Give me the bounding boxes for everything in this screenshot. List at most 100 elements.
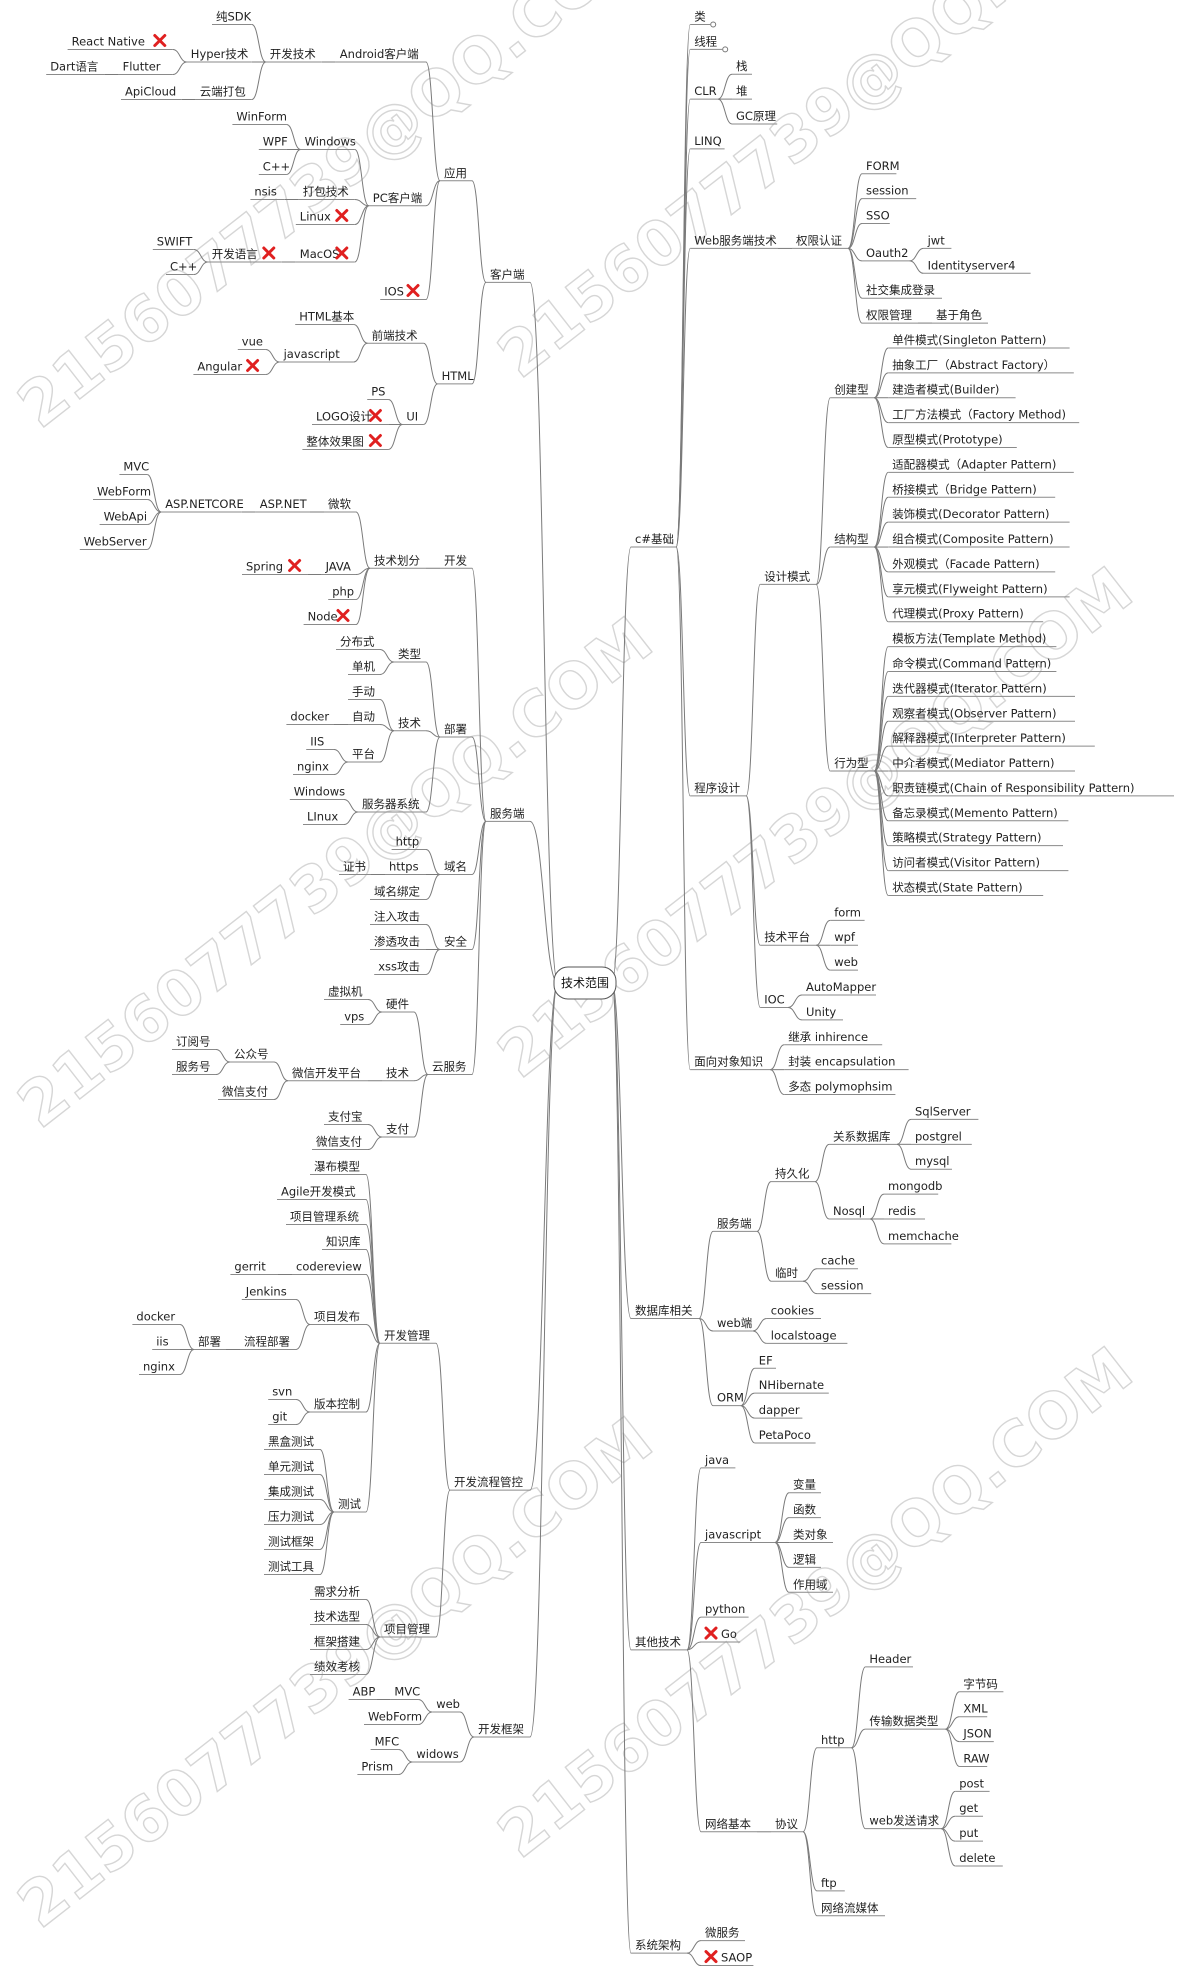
mindmap-node-ftp[interactable]: ftp <box>817 1876 845 1892</box>
mindmap-node-node[interactable]: 微信开发平台 <box>288 1066 368 1082</box>
mindmap-node-localstoage[interactable]: localstoage <box>766 1328 848 1344</box>
mindmap-node-redis[interactable]: redis <box>884 1204 925 1220</box>
mindmap-node-command-pattern[interactable]: 命令模式(Command Pattern) <box>888 656 1057 672</box>
mindmap-node-node[interactable]: 集成测试 <box>264 1485 320 1500</box>
mindmap-node-nsis[interactable]: nsis <box>250 185 285 200</box>
mindmap-node-javascript[interactable]: javascript <box>701 1527 775 1543</box>
mindmap-node-go[interactable]: Go <box>701 1626 741 1643</box>
mindmap-node-node[interactable]: 网络基本 <box>701 1817 757 1833</box>
mindmap-node-node[interactable]: 虚拟机 <box>324 985 368 1000</box>
mindmap-node-node[interactable]: 创建型 <box>830 383 875 399</box>
mindmap-node-node[interactable]: 云服务 <box>428 1060 472 1075</box>
mindmap-node-node[interactable]: 关系数据库 <box>829 1129 897 1145</box>
mindmap-node-template-method[interactable]: 模板方法(Template Method) <box>888 632 1057 648</box>
mindmap-node-node[interactable]: 基于角色 <box>932 308 988 324</box>
mindmap-node-node[interactable]: 技术 <box>382 1066 414 1082</box>
mindmap-node-java[interactable]: java <box>701 1453 736 1469</box>
mindmap-node-node[interactable]: 服务端 <box>486 806 530 822</box>
mindmap-node-ef[interactable]: EF <box>754 1353 776 1369</box>
mindmap-node-hyper[interactable]: Hyper技术 <box>186 47 252 63</box>
mindmap-node-node[interactable]: 开发框架 <box>474 1722 530 1738</box>
mindmap-node-node[interactable]: 知识库 <box>322 1235 366 1250</box>
mindmap-node-node[interactable]: 微信支付 <box>312 1135 368 1150</box>
mindmap-node-mysql[interactable]: mysql <box>911 1154 952 1170</box>
mindmap-node-node[interactable]: 黑盒测试 <box>264 1435 320 1450</box>
mindmap-node-node[interactable]: 网络流媒体 <box>817 1901 885 1917</box>
mindmap-node-node[interactable]: 框架搭建 <box>310 1635 366 1650</box>
mindmap-node-python[interactable]: python <box>701 1602 749 1618</box>
mindmap-node-node[interactable]: 类 <box>690 9 711 25</box>
mindmap-node-node[interactable]: 安全 <box>440 935 472 950</box>
mindmap-node-json[interactable]: JSON <box>959 1727 994 1743</box>
mindmap-node-node[interactable]: 服务器系统 <box>358 797 426 813</box>
mindmap-node-windows[interactable]: Windows <box>300 135 356 150</box>
mindmap-node-node[interactable]: 需求分析 <box>310 1585 366 1600</box>
mindmap-node-node[interactable]: 技术平台 <box>760 930 817 946</box>
mindmap-node-jwt[interactable]: jwt <box>923 233 952 249</box>
mindmap-node-node[interactable]: 类对象 <box>789 1527 833 1543</box>
mindmap-node-abstract-factory[interactable]: 抽象工厂（Abstract Factory） <box>888 358 1074 374</box>
mindmap-node-node[interactable]: 整体效果图 <box>302 434 389 450</box>
mindmap-node-memento-pattern[interactable]: 备忘录模式(Memento Pattern) <box>888 806 1069 822</box>
mindmap-node-node[interactable]: 逻辑 <box>789 1552 821 1568</box>
mindmap-node-flyweight-pattern[interactable]: 享元模式(Flyweight Pattern) <box>888 582 1070 598</box>
mindmap-node-chain-of-responsibility-pattern[interactable]: 职责链模式(Chain of Responsibility Pattern) <box>888 781 1174 797</box>
mindmap-node-xss[interactable]: xss攻击 <box>374 960 426 975</box>
mindmap-node-webapi[interactable]: WebApi <box>99 510 148 525</box>
mindmap-node-logo[interactable]: LOGO设计 <box>312 409 389 425</box>
mindmap-node-wpf[interactable]: WPF <box>258 135 288 150</box>
mindmap-node-visitor-pattern[interactable]: 访问者模式(Visitor Pattern) <box>888 856 1069 872</box>
mindmap-node-node[interactable]: 订阅号 <box>172 1035 216 1050</box>
mindmap-node-ui[interactable]: UI <box>402 410 424 425</box>
mindmap-node-widows[interactable]: widows <box>412 1747 460 1763</box>
mindmap-node-identityserver4[interactable]: Identityserver4 <box>923 258 1031 274</box>
mindmap-node-sdk[interactable]: 纯SDK <box>212 10 252 25</box>
mindmap-node-gerrit[interactable]: gerrit <box>230 1260 278 1275</box>
mindmap-node-unity[interactable]: Unity <box>802 1005 843 1021</box>
mindmap-node-state-pattern[interactable]: 状态模式(State Pattern) <box>888 880 1044 896</box>
mindmap-node-node[interactable]: 自动 <box>348 710 380 725</box>
mindmap-node-dapper[interactable]: dapper <box>754 1403 803 1419</box>
mindmap-node-mvc[interactable]: MVC <box>390 1685 420 1700</box>
mindmap-node-nosql[interactable]: Nosql <box>829 1204 870 1220</box>
mindmap-node-javascript[interactable]: javascript <box>279 347 354 363</box>
mindmap-node-node[interactable]: 测试框架 <box>264 1535 320 1550</box>
mindmap-node-https[interactable]: https <box>385 860 426 875</box>
mindmap-node-node[interactable]: 微软 <box>324 497 356 513</box>
mindmap-node-oauth2[interactable]: Oauth2 <box>862 246 910 262</box>
mindmap-node-node[interactable]: 程序设计 <box>690 781 747 797</box>
mindmap-node-prism[interactable]: Prism <box>357 1760 399 1775</box>
mindmap-node-session[interactable]: session <box>862 184 917 200</box>
mindmap-node-asp-netcore[interactable]: ASP.NETCORE <box>161 497 244 513</box>
mindmap-node-spring[interactable]: Spring <box>242 559 308 575</box>
mindmap-node-node[interactable]: 技术 <box>394 716 426 732</box>
mindmap-node-post[interactable]: post <box>955 1776 990 1792</box>
mindmap-node-node[interactable]: 应用 <box>440 166 472 182</box>
mindmap-node-factory-method[interactable]: 工厂方法模式（Factory Method) <box>888 408 1080 424</box>
mindmap-node-petapoco[interactable]: PetaPoco <box>754 1428 816 1444</box>
mindmap-node-nhibernate[interactable]: NHibernate <box>754 1378 829 1394</box>
mindmap-node-node[interactable]: 打包技术 <box>298 185 355 200</box>
mindmap-node-node[interactable]: 持久化 <box>771 1167 815 1183</box>
mindmap-node-node[interactable]: 其他技术 <box>631 1635 687 1651</box>
mindmap-node-node[interactable]: 服务端 <box>713 1216 757 1232</box>
mindmap-node-codereview[interactable]: codereview <box>292 1260 366 1275</box>
mindmap-node-jenkins[interactable]: Jenkins <box>241 1285 296 1300</box>
mindmap-node-macos[interactable]: MacOS <box>295 246 355 263</box>
mindmap-node-node[interactable]: 类型 <box>394 647 426 663</box>
mindmap-node-web[interactable]: web <box>830 955 858 971</box>
mindmap-node-node[interactable]: Node <box>303 609 356 625</box>
mindmap-node-abp[interactable]: ABP <box>348 1685 377 1700</box>
mindmap-node-node[interactable]: 变量 <box>789 1478 821 1494</box>
mindmap-node-node[interactable]: 手动 <box>348 685 380 700</box>
mindmap-node-node[interactable]: 部署 <box>194 1335 226 1350</box>
mindmap-node-decorator-pattern[interactable]: 装饰模式(Decorator Pattern) <box>888 507 1070 523</box>
mindmap-node-postgrel[interactable]: postgrel <box>911 1129 972 1145</box>
mindmap-node-node[interactable]: 权限认证 <box>792 233 848 249</box>
mindmap-node-node[interactable]: 服务号 <box>172 1060 216 1075</box>
mindmap-node-form[interactable]: FORM <box>862 159 900 175</box>
mindmap-node-put[interactable]: put <box>955 1826 983 1842</box>
mindmap-node-node[interactable]: 面向对象知识 <box>690 1055 771 1071</box>
mindmap-node-node[interactable]: 协议 <box>771 1817 803 1833</box>
mindmap-node-node[interactable]: 测试 <box>334 1497 366 1513</box>
